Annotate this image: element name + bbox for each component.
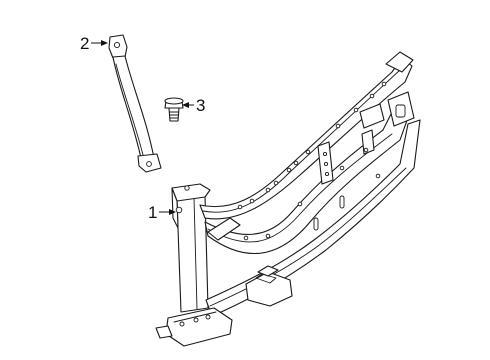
callout-3-label: 3: [196, 96, 205, 115]
callout-2: 2: [80, 34, 108, 53]
callout-1-label: 1: [148, 203, 157, 222]
strap-bracket: [108, 34, 162, 173]
callout-3: 3: [182, 96, 205, 115]
callout-2-label: 2: [80, 34, 89, 53]
bolt: [164, 97, 184, 122]
callout-1: 1: [148, 203, 176, 222]
frame-rail: [155, 51, 421, 347]
